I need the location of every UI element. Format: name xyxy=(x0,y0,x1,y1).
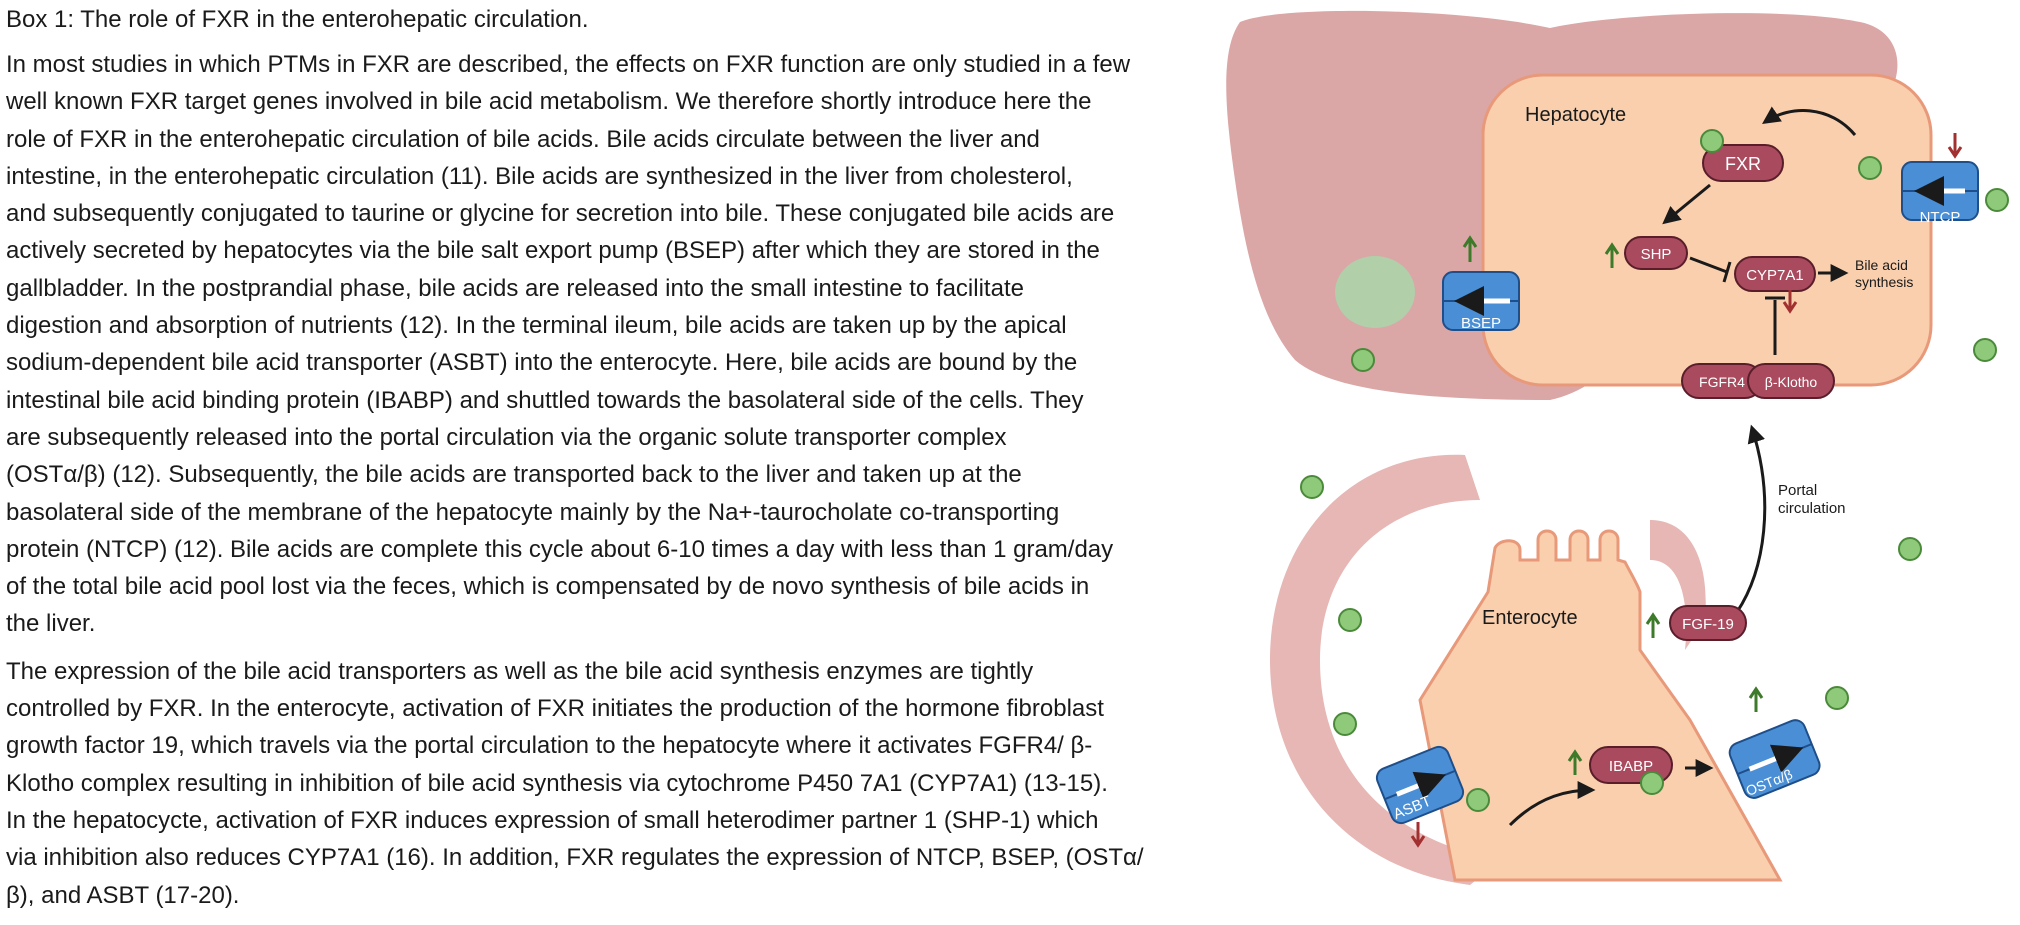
text-line: sodium-dependent bile acid transporter (… xyxy=(6,349,1078,377)
shp-up-arrow xyxy=(1604,242,1620,268)
bile-acid-dot xyxy=(1466,788,1490,812)
enterocyte-label: Enterocyte xyxy=(1482,607,1578,629)
text-line: The expression of the bile acid transpor… xyxy=(6,657,1034,685)
text-line: are subsequently released into the porta… xyxy=(6,423,1007,451)
text-line: of the total bile acid pool lost via the… xyxy=(6,573,1090,601)
bile-acid-synthesis-label: Bile acid xyxy=(1855,257,1908,273)
bile-acid-dot xyxy=(1825,686,1849,710)
beta-klotho-node xyxy=(1747,363,1835,399)
bile-acid-dot xyxy=(1898,537,1922,561)
ntcp-transporter xyxy=(1901,161,1979,221)
beta-klotho-label: β-Klotho xyxy=(1765,374,1818,390)
gallbladder-shape xyxy=(1335,256,1415,328)
text-line: Klotho complex resulting in inhibition o… xyxy=(6,769,1108,797)
asbt-transporter xyxy=(1375,745,1465,825)
text-line: intestine, in the enterohepatic circulat… xyxy=(6,162,1073,190)
ost-up-arrow xyxy=(1748,686,1764,712)
fgf19-up-arrow xyxy=(1645,612,1661,638)
fgfr4-label: FGFR4 xyxy=(1699,374,1745,390)
fgf19-node xyxy=(1669,605,1747,641)
bsep-transporter xyxy=(1442,271,1520,331)
inhibition-bar xyxy=(1722,261,1732,283)
cyp7a1-node xyxy=(1734,256,1816,292)
portal-label-2: circulation xyxy=(1778,500,1846,517)
text-line: In most studies in which PTMs in FXR are… xyxy=(6,51,1131,78)
portal-label: Portal xyxy=(1778,482,1817,499)
text-line: well known FXR target genes involved in … xyxy=(6,88,1092,116)
text-column: Box 1: The role of FXR in the enterohepa… xyxy=(6,0,1216,924)
text-line: via inhibition also reduces CYP7A1 (16).… xyxy=(6,844,1144,872)
text-line: role of FXR in the enterohepatic circula… xyxy=(6,125,1040,153)
enterocyte-cell xyxy=(1418,529,1783,882)
bile-acid-dot xyxy=(1640,771,1664,795)
bile-acid-dot xyxy=(1338,608,1362,632)
intestine-shape xyxy=(1270,454,1500,885)
paragraph-2: The expression of the bile acid transpor… xyxy=(6,653,1216,914)
hepatocyte-label: Hepatocyte xyxy=(1525,104,1626,126)
bile-acid-dot xyxy=(1985,188,2009,212)
text-line: protein (NTCP) (12). Bile acids are comp… xyxy=(6,535,1114,563)
shp-node xyxy=(1624,236,1688,270)
text-line: and subsequently conjugated to taurine o… xyxy=(6,200,1115,228)
ntcp-down-arrow xyxy=(1947,133,1963,159)
fxr-to-shp-arrow xyxy=(1662,183,1711,225)
bsep-up-arrow xyxy=(1462,235,1478,262)
text-line: In the hepatocycte, activation of FXR in… xyxy=(6,806,1099,834)
bile-acid-dot xyxy=(1858,156,1882,180)
enterohepatic-figure: Hepatocyte Enterocyte FXR SHP CYP7A1 Bil… xyxy=(1226,10,2009,885)
ost-transporter xyxy=(1728,719,1821,799)
ibabp-label: IBABP xyxy=(1609,758,1653,775)
text-line: gallbladder. In the postprandial phase, … xyxy=(6,274,1024,302)
ntcp-to-fxr-arrow xyxy=(1762,106,1857,136)
text-line: (OSTα/β) (12). Subsequently, the bile ac… xyxy=(6,461,1022,489)
ntcp-label: NTCP xyxy=(1920,209,1961,226)
box-title: Box 1: The role of FXR in the enterohepa… xyxy=(6,6,589,33)
text-line: actively secreted by hepatocytes via the… xyxy=(6,237,1100,265)
bile-acid-dot xyxy=(1333,712,1357,736)
bsep-label: BSEP xyxy=(1461,315,1501,332)
bile-acid-synthesis-label-2: synthesis xyxy=(1855,274,1913,290)
bile-acid-dot xyxy=(1300,475,1324,499)
text-line: growth factor 19, which travels via the … xyxy=(6,732,1093,760)
bile-acid-dot xyxy=(1973,338,1997,362)
text-line: controlled by FXR. In the enterocyte, ac… xyxy=(6,695,1104,723)
portal-circulation-arrow xyxy=(1735,424,1767,613)
text-line: digestion and absorption of nutrients (1… xyxy=(6,312,1067,340)
text-line: intestinal bile acid binding protein (IB… xyxy=(6,386,1084,414)
text-line: basolateral side of the membrane of the … xyxy=(6,498,1060,526)
asbt-to-ibabp-arrow xyxy=(1508,781,1596,827)
fgf19-label: FGF-19 xyxy=(1682,616,1734,633)
ibabp-up-arrow xyxy=(1567,749,1583,775)
fxr-node xyxy=(1702,144,1784,182)
text-line: β), and ASBT (17-20). xyxy=(6,881,240,909)
paragraph-1: In most studies in which PTMs in FXR are… xyxy=(6,46,1216,643)
shp-label: SHP xyxy=(1641,246,1672,263)
text-line: the liver. xyxy=(6,610,96,638)
shp-inhibits-cyp7a1 xyxy=(1689,256,1728,274)
cyp7a1-down-arrow xyxy=(1782,290,1798,314)
bile-acid-dot xyxy=(1700,129,1724,153)
asbt-down-arrow xyxy=(1410,822,1426,848)
fxr-label: FXR xyxy=(1725,154,1761,174)
cyp7a1-label: CYP7A1 xyxy=(1746,267,1804,284)
bile-acid-dot xyxy=(1351,348,1375,372)
